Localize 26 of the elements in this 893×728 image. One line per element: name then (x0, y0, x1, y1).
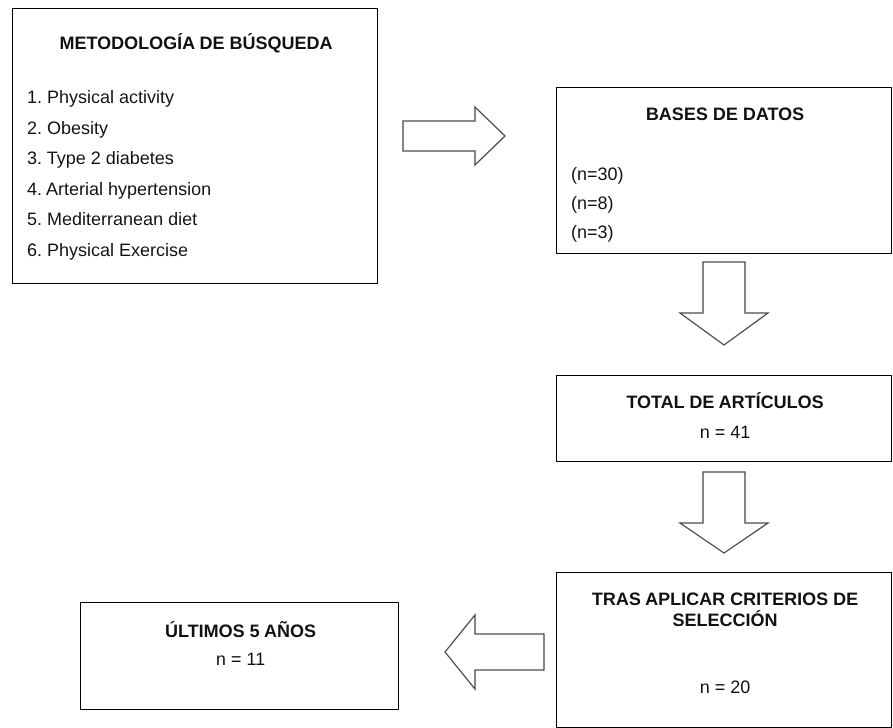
box-heading: METODOLOGÍA DE BÚSQUEDA (58, 33, 334, 54)
box-text: 4. Arterial hypertension (27, 178, 212, 200)
box-text: 6. Physical Exercise (27, 240, 188, 260)
box-text: (n=8) (571, 193, 614, 214)
block-arrow (444, 613, 545, 691)
process-box (80, 602, 399, 710)
box-text: (n=30) (571, 164, 624, 185)
box-text: n = 11 (214, 649, 266, 670)
box-text: 1. Physical activity (27, 87, 174, 108)
process-box (556, 87, 892, 254)
process-box (556, 375, 892, 462)
process-box (12, 8, 378, 284)
block-arrow (678, 471, 770, 554)
box-heading: TRAS APLICAR CRITERIOS DE SELECCIÓN (590, 589, 860, 631)
box-text: 2. Obesity (27, 118, 108, 138)
box-text: 5. Mediterranean diet (27, 209, 198, 230)
process-box (556, 572, 892, 728)
block-arrow (678, 261, 770, 346)
box-text: n = 20 (698, 677, 752, 698)
box-heading: BASES DE DATOS (644, 104, 806, 125)
box-text: n = 41 (698, 422, 752, 443)
block-arrow (402, 105, 506, 167)
box-text: 3. Type 2 diabetes (27, 148, 174, 169)
box-heading: TOTAL DE ARTÍCULOS (625, 392, 825, 413)
box-text: (n=3) (571, 222, 614, 243)
box-heading: ÚLTIMOS 5 AÑOS (164, 621, 317, 642)
